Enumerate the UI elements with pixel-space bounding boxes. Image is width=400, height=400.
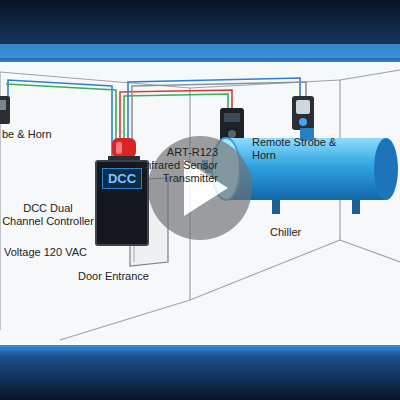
device-label: ART-R123 Infrared Sensor Transmitter — [140, 146, 218, 185]
red-beacon — [108, 138, 140, 162]
left-strobe-horn — [0, 96, 10, 124]
device-label: be & Horn — [2, 128, 72, 141]
device-label: Chiller — [270, 226, 330, 239]
device-label: Door Entrance — [78, 270, 168, 283]
device-label: Remote Strobe & Horn — [252, 136, 362, 162]
right-strobe-horn — [292, 96, 314, 130]
device-label: DCC Dual Channel Controller — [2, 202, 94, 228]
controller-display: DCC — [102, 168, 142, 189]
controller-box: DCC — [95, 160, 149, 246]
device-label: Voltage 120 VAC — [4, 246, 104, 259]
